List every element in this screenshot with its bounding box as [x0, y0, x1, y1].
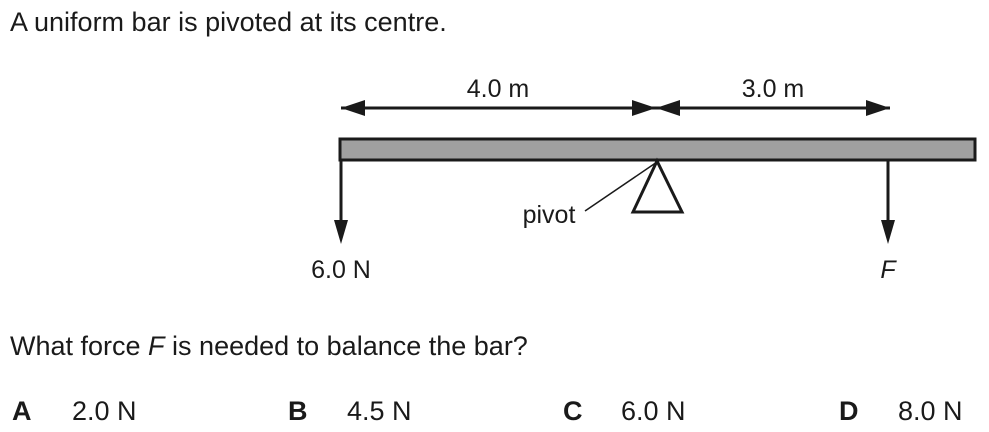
option-c-value: 6.0 N [621, 396, 686, 426]
question-before: What force [10, 331, 149, 361]
intro-text: A uniform bar is pivoted at its centre. [10, 7, 447, 37]
uniform-bar [338, 137, 977, 162]
left-distance-label: 4.0 m [467, 75, 530, 103]
option-d-value: 8.0 N [898, 396, 963, 426]
option-d[interactable]: D 8.0 N [839, 393, 963, 429]
option-c-letter: C [563, 396, 583, 426]
option-b-letter: B [288, 396, 308, 426]
option-b-value: 4.5 N [347, 396, 412, 426]
question-after: is needed to balance the bar? [164, 331, 528, 361]
option-d-letter: D [839, 396, 859, 426]
pivot-triangle [630, 157, 685, 214]
option-a[interactable]: A 2.0 N [12, 393, 137, 429]
right-force-label: F [880, 256, 897, 284]
option-b[interactable]: B 4.5 N [288, 393, 412, 429]
question-variable: F [148, 331, 165, 361]
option-a-letter: A [12, 396, 32, 426]
right-force-arrow [881, 160, 895, 244]
left-force-label: 6.0 N [311, 256, 371, 284]
right-distance-label: 3.0 m [742, 75, 805, 103]
question-text: What force F is needed to balance the ba… [10, 328, 528, 364]
dimension-arrow-left [341, 100, 656, 116]
pivot-label: pivot [523, 201, 576, 229]
left-force-arrow [334, 160, 348, 244]
option-c[interactable]: C 6.0 N [563, 393, 686, 429]
option-a-value: 2.0 N [72, 396, 137, 426]
pivot-leader-line [584, 161, 658, 212]
dimension-arrow-right [656, 100, 890, 116]
